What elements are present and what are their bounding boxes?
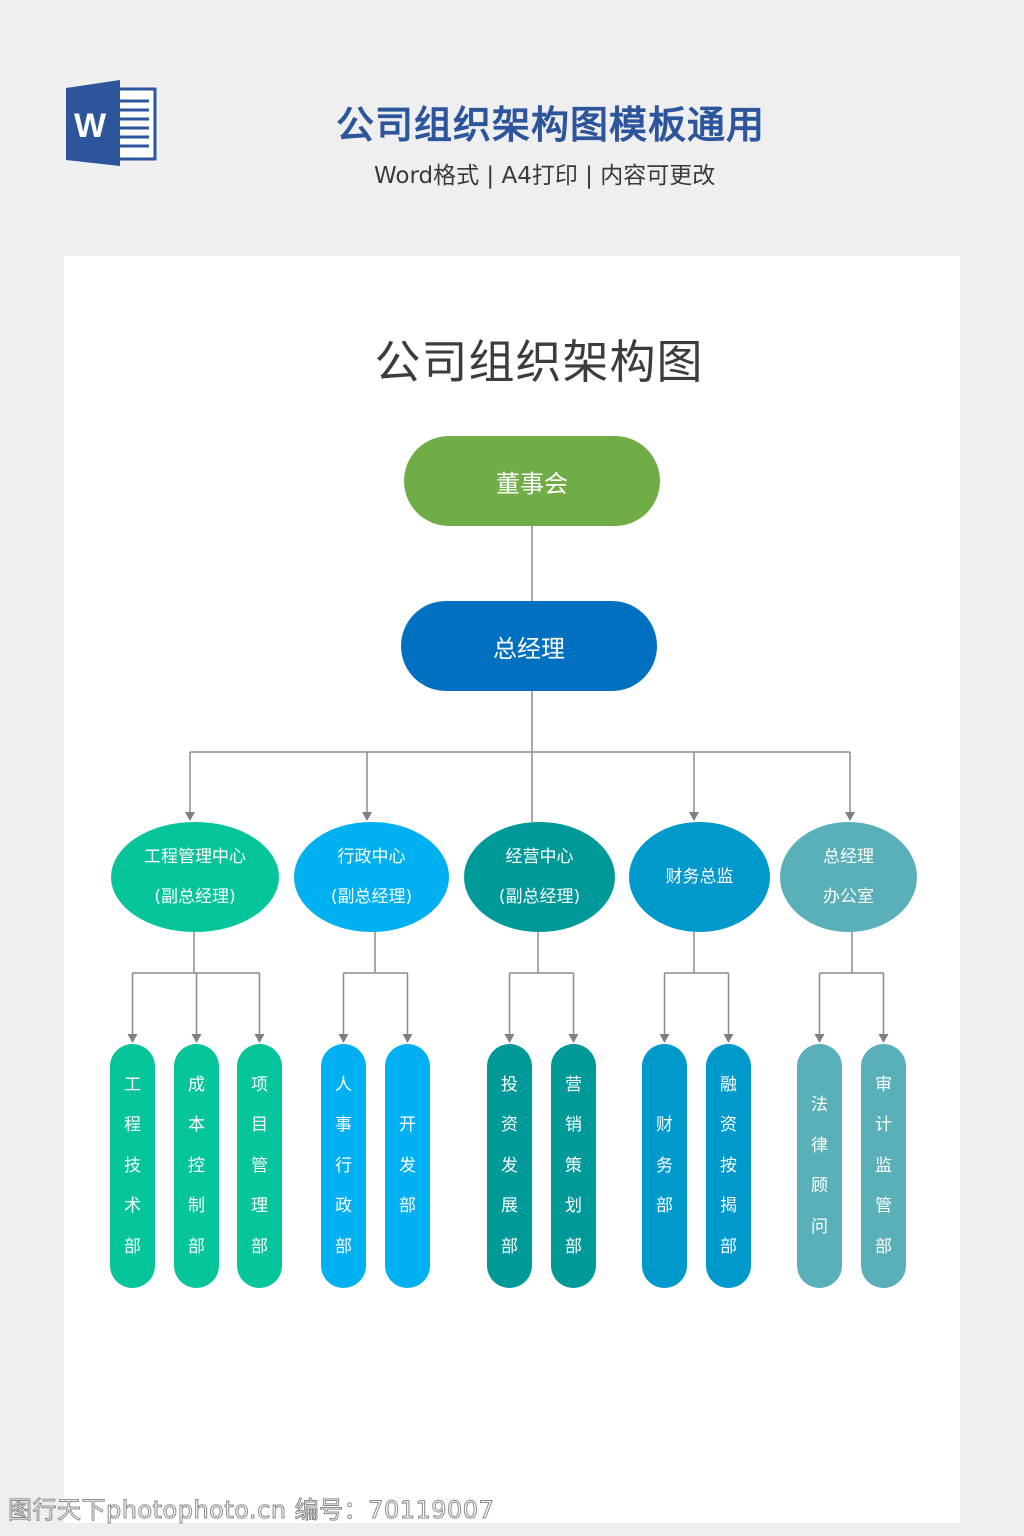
- center-line2: (副总经理): [154, 887, 236, 907]
- department-pill[interactable]: 项目管理部: [237, 1044, 282, 1288]
- department-char: 销: [565, 1115, 582, 1136]
- department-char: 按: [720, 1155, 737, 1176]
- department-char: 部: [501, 1236, 518, 1257]
- department-pill[interactable]: 开发部: [385, 1044, 430, 1288]
- department-char: 资: [501, 1115, 518, 1136]
- department-pill[interactable]: 工程技术部: [110, 1044, 155, 1288]
- department-pill[interactable]: 营销策划部: [551, 1044, 596, 1288]
- department-char: 部: [251, 1236, 268, 1257]
- center-line1: 总经理: [823, 847, 874, 867]
- department-char: 制: [188, 1196, 205, 1217]
- node-general-manager[interactable]: 总经理: [401, 601, 657, 691]
- department-char: 揭: [720, 1196, 737, 1217]
- department-pill[interactable]: 审计监管部: [861, 1044, 906, 1288]
- department-char: 部: [720, 1236, 737, 1257]
- document-subtitle: Word格式 | A4打印 | 内容可更改: [374, 163, 716, 189]
- department-char: 控: [188, 1155, 205, 1176]
- department-char: 律: [811, 1135, 828, 1156]
- page-header: W 公司组织架构图模板通用 Word格式 | A4打印 | 内容可更改: [0, 0, 1024, 256]
- word-document-icon: W: [66, 80, 157, 166]
- department-char: 发: [399, 1155, 416, 1176]
- department-char: 部: [335, 1236, 352, 1257]
- department-char: 部: [565, 1236, 582, 1257]
- department-char: 划: [565, 1196, 582, 1217]
- department-char: 展: [501, 1196, 518, 1217]
- department-char: 计: [875, 1115, 892, 1136]
- department-char: 部: [399, 1196, 416, 1217]
- department-char: 财: [656, 1115, 673, 1136]
- department-char: 务: [656, 1155, 673, 1176]
- department-pill[interactable]: 融资按揭部: [706, 1044, 751, 1288]
- department-char: 监: [875, 1155, 892, 1176]
- department-pill[interactable]: 投资发展部: [487, 1044, 532, 1288]
- department-char: 程: [124, 1115, 141, 1136]
- department-char: 成: [188, 1074, 205, 1095]
- department-char: 策: [565, 1155, 582, 1176]
- department-char: 问: [811, 1216, 828, 1237]
- department-char: 本: [188, 1115, 205, 1136]
- department-char: 技: [124, 1155, 141, 1176]
- node-board-label: 董事会: [496, 469, 568, 498]
- department-char: 营: [565, 1074, 582, 1095]
- department-char: 管: [251, 1155, 268, 1176]
- node-operations-center[interactable]: 经营中心 (副总经理): [464, 822, 615, 932]
- department-char: 管: [875, 1196, 892, 1217]
- department-char: 理: [251, 1196, 268, 1217]
- department-char: 行: [335, 1155, 352, 1176]
- department-char: 开: [399, 1115, 416, 1136]
- department-char: 工: [124, 1074, 141, 1095]
- center-line2: (副总经理): [330, 887, 413, 907]
- department-char: 资: [720, 1115, 737, 1136]
- department-char: 投: [501, 1074, 518, 1095]
- department-char: 发: [501, 1155, 518, 1176]
- node-general-manager-label: 总经理: [493, 634, 565, 663]
- department-char: 审: [875, 1074, 892, 1095]
- node-admin-center[interactable]: 行政中心 (副总经理): [294, 822, 449, 932]
- center-line1: 经营中心: [505, 847, 574, 867]
- department-char: 项: [251, 1074, 268, 1095]
- document-title: 公司组织架构图模板通用: [336, 103, 766, 147]
- department-char: 法: [811, 1095, 828, 1115]
- department-char: 目: [251, 1115, 268, 1136]
- center-line1: 行政中心: [337, 847, 406, 867]
- node-board[interactable]: 董事会: [404, 436, 660, 526]
- department-pill[interactable]: 成本控制部: [174, 1044, 219, 1288]
- center-line1: 工程管理中心: [144, 847, 246, 867]
- node-gm-office[interactable]: 总经理 办公室: [780, 822, 917, 932]
- svg-text:W: W: [74, 107, 107, 145]
- department-pill[interactable]: 人事行政部: [321, 1044, 366, 1288]
- node-cfo[interactable]: 财务总监: [629, 822, 770, 932]
- node-engineering-center[interactable]: 工程管理中心 (副总经理): [111, 822, 279, 932]
- department-char: 部: [188, 1236, 205, 1257]
- department-char: 人: [335, 1074, 352, 1095]
- watermark: 图行天下photophoto.cn 编号：70119007: [7, 1496, 495, 1525]
- department-char: 事: [335, 1115, 352, 1136]
- center-line2: (副总经理): [498, 887, 581, 907]
- department-char: 术: [124, 1196, 141, 1217]
- department-char: 部: [875, 1236, 892, 1257]
- department-pill[interactable]: 法律顾问: [797, 1044, 842, 1288]
- department-char: 政: [335, 1196, 352, 1217]
- center-line2: 办公室: [823, 887, 874, 907]
- department-char: 部: [656, 1196, 673, 1217]
- department-char: 融: [720, 1074, 737, 1095]
- center-line1: 财务总监: [665, 867, 734, 887]
- department-pill[interactable]: 财务部: [642, 1044, 687, 1288]
- department-char: 顾: [811, 1176, 828, 1196]
- department-char: 部: [124, 1236, 141, 1257]
- chart-title: 公司组织架构图: [374, 335, 704, 389]
